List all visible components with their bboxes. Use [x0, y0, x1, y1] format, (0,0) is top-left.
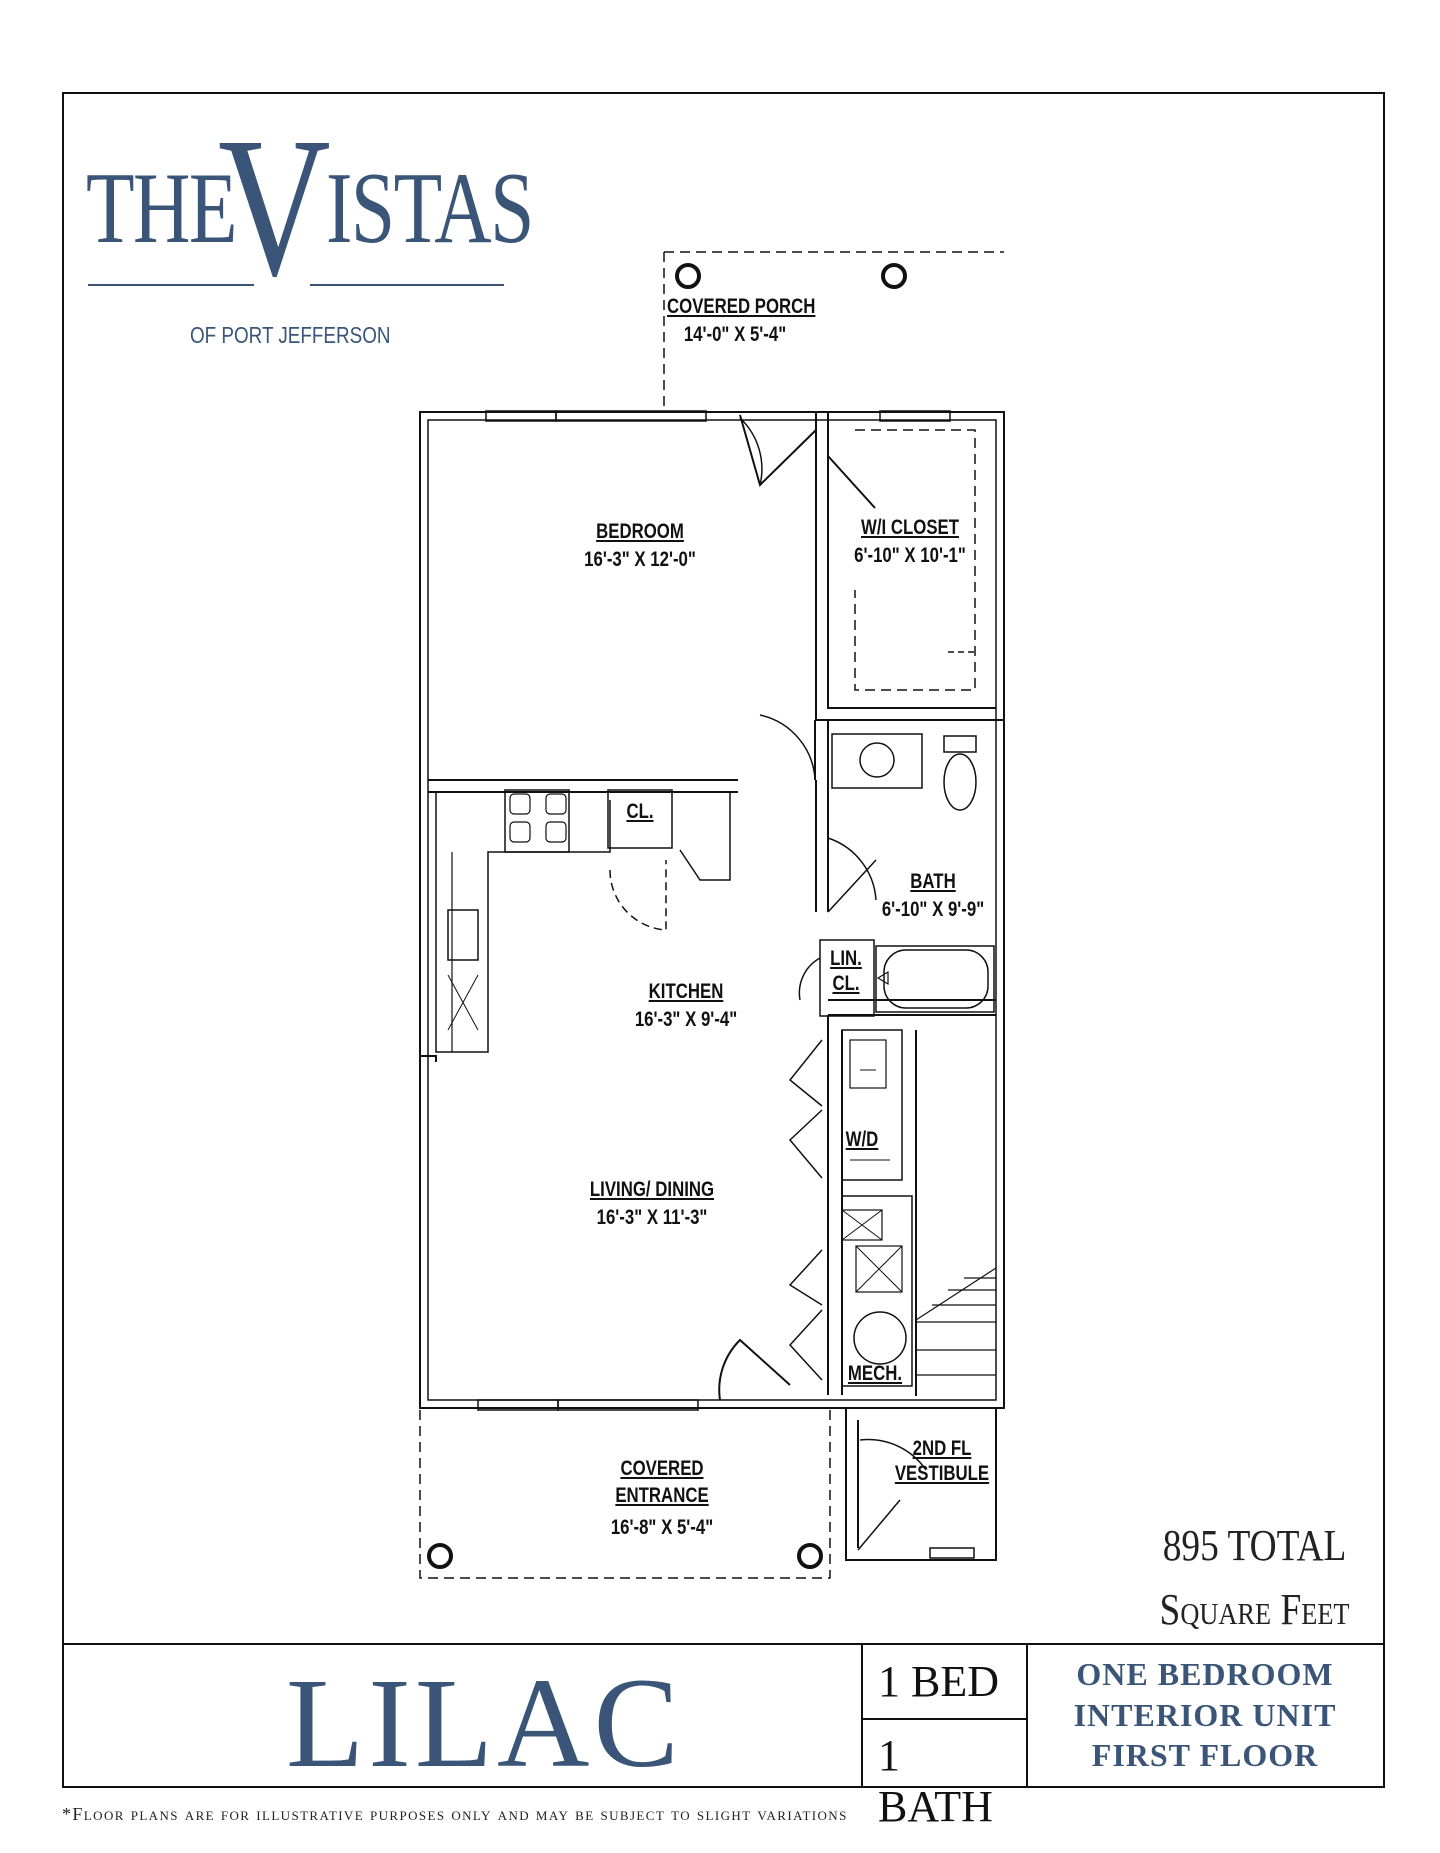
stats-divider [863, 1718, 1028, 1720]
page-frame [62, 92, 1385, 1788]
desc-line-1: ONE BEDROOM [1076, 1656, 1334, 1692]
porch-column-icon [675, 263, 701, 289]
label-closet: CL. [626, 800, 654, 823]
logo-rule-left [88, 284, 254, 286]
title-block-divider [62, 1643, 1385, 1645]
total-square-feet: 895 TOTAL Square Feet [1160, 1514, 1350, 1642]
desc-line-3: FIRST FLOOR [1091, 1737, 1319, 1774]
bath-count: 1 BATH [878, 1731, 993, 1831]
total-line-2: Square Feet [1159, 1584, 1350, 1634]
entrance-column-icon [427, 1543, 453, 1569]
bed-count: 1 BED [878, 1657, 999, 1706]
porch-column-icon [881, 263, 907, 289]
logo-v: V [218, 97, 331, 318]
disclaimer: *Floor plans are for illustrative purpos… [62, 1804, 848, 1824]
logo-istas: ISTAS [326, 152, 534, 265]
title-block-divider-right [1026, 1643, 1028, 1788]
title-block-divider-left [861, 1643, 863, 1788]
unit-name: LILAC [286, 1652, 683, 1794]
label-linen-closet: LIN.CL. [830, 947, 862, 996]
label-washer-dryer: W/D [845, 1128, 879, 1151]
desc-line-2: INTERIOR UNIT [1073, 1696, 1337, 1733]
entrance-column-icon [797, 1543, 823, 1569]
unit-description: ONE BEDROOM INTERIOR UNIT FIRST FLOOR [1030, 1654, 1380, 1776]
label-mechanical: MECH. [847, 1362, 903, 1385]
logo-subtitle: OF PORT JEFFERSON [190, 322, 391, 348]
logo-rule-right [310, 284, 504, 286]
logo-the: THE [86, 152, 238, 265]
total-line-1: 895 TOTAL [1163, 1521, 1347, 1570]
